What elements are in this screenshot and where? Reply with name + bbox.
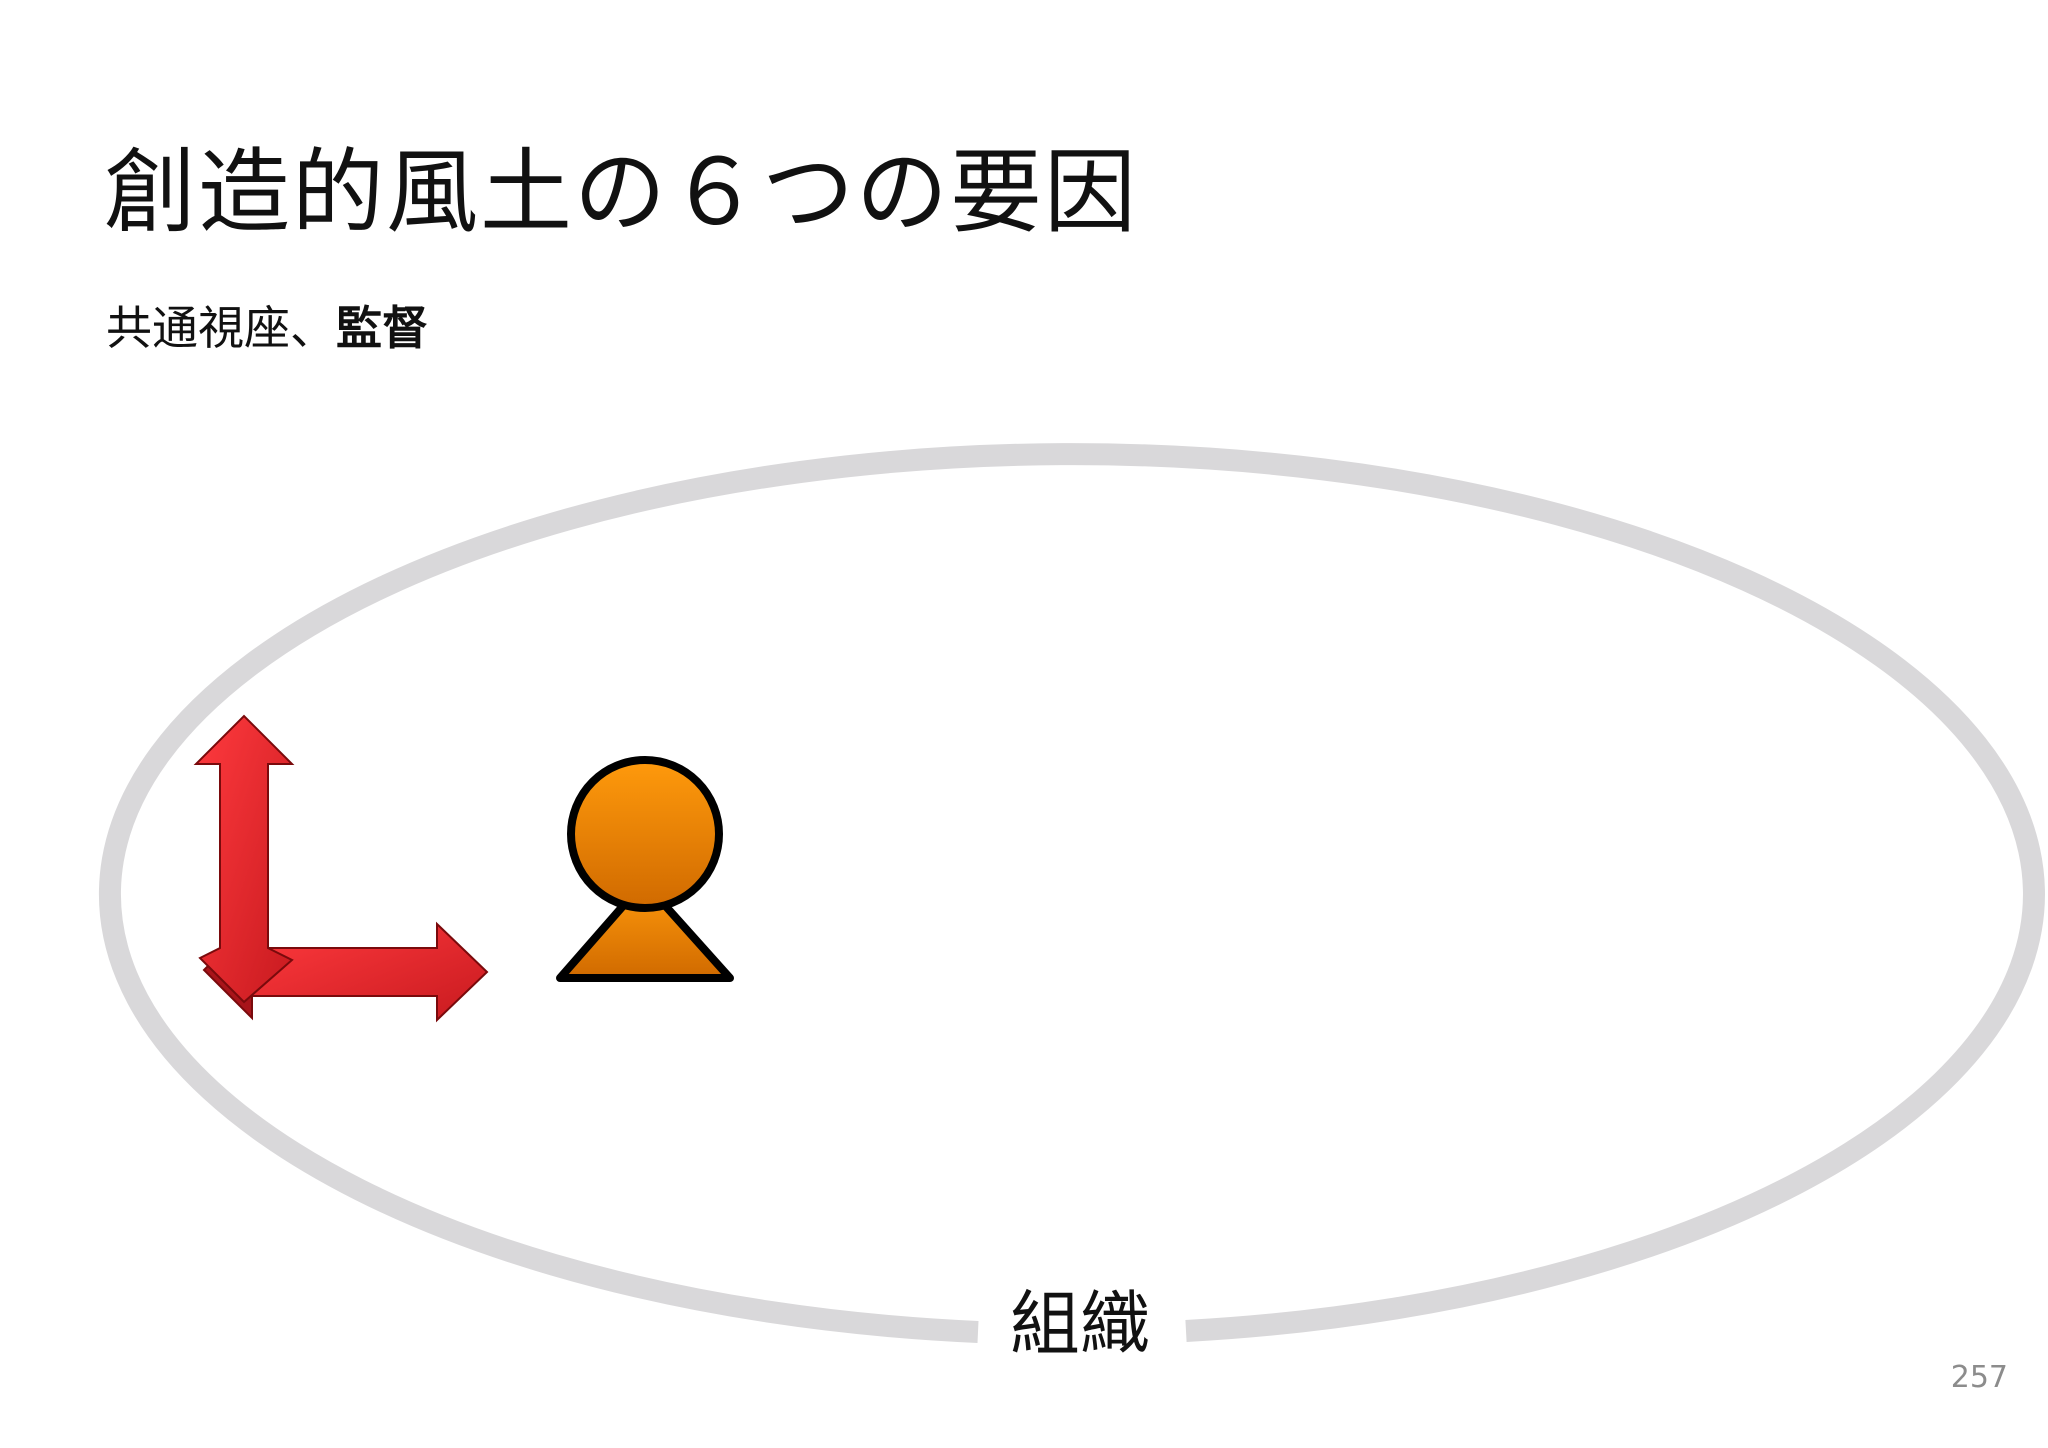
slide-title: 創造的風土の６つの要因: [104, 139, 1139, 246]
slide-subtitle: 共通視座、監督: [106, 298, 428, 358]
subtitle-regular: 共通視座、: [106, 301, 336, 355]
organization-ellipse: [99, 443, 2045, 1343]
subtitle-bold: 監督: [336, 301, 428, 355]
organization-label: 組織: [1010, 1283, 1150, 1365]
person-icon: [556, 756, 734, 982]
page-number: 257: [1950, 1360, 2008, 1395]
red-l-arrow-icon: [193, 714, 489, 1023]
